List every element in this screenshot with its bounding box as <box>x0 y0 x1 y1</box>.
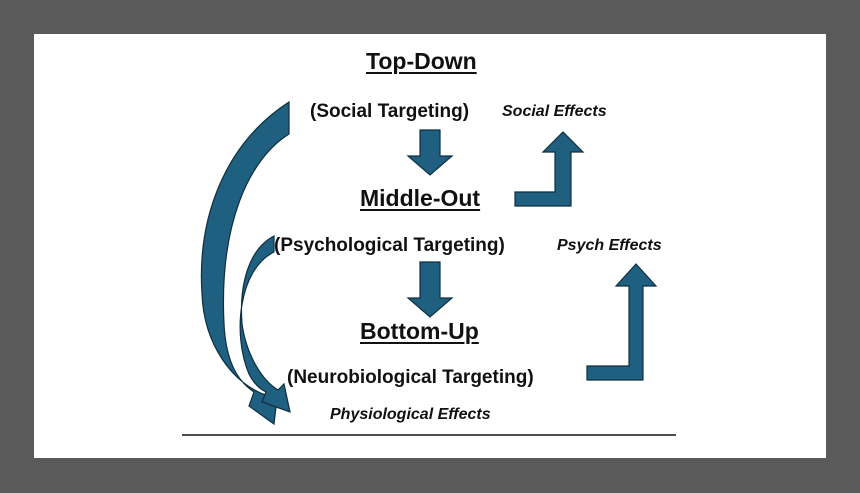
down-arrow-top-to-middle <box>406 129 454 176</box>
label-physiological-effects: Physiological Effects <box>330 406 491 423</box>
heading-bottom-up: Bottom-Up <box>360 318 479 344</box>
elbow-arrow-middle-to-social-effects <box>514 131 585 207</box>
label-social-targeting: (Social Targeting) <box>310 101 470 122</box>
elbow-arrow-bottom-to-psych-effects <box>586 263 658 381</box>
label-social-effects: Social Effects <box>502 103 607 120</box>
label-neurobiological-targeting: (Neurobiological Targeting) <box>287 367 534 388</box>
curved-arrow-psych-to-physiological <box>239 235 291 413</box>
diagram-arrows <box>182 100 676 436</box>
down-arrow-middle-to-bottom <box>406 261 454 318</box>
heading-top-down: Top-Down <box>366 48 477 74</box>
label-psychological-targeting: (Psychological Targeting) <box>274 235 505 256</box>
heading-middle-out: Middle-Out <box>360 185 481 211</box>
label-psych-effects: Psych Effects <box>557 237 662 254</box>
curved-arrow-social-to-physiological <box>200 100 290 426</box>
slide-canvas: Top-Down (Social Targeting) Social Effec… <box>34 34 826 458</box>
